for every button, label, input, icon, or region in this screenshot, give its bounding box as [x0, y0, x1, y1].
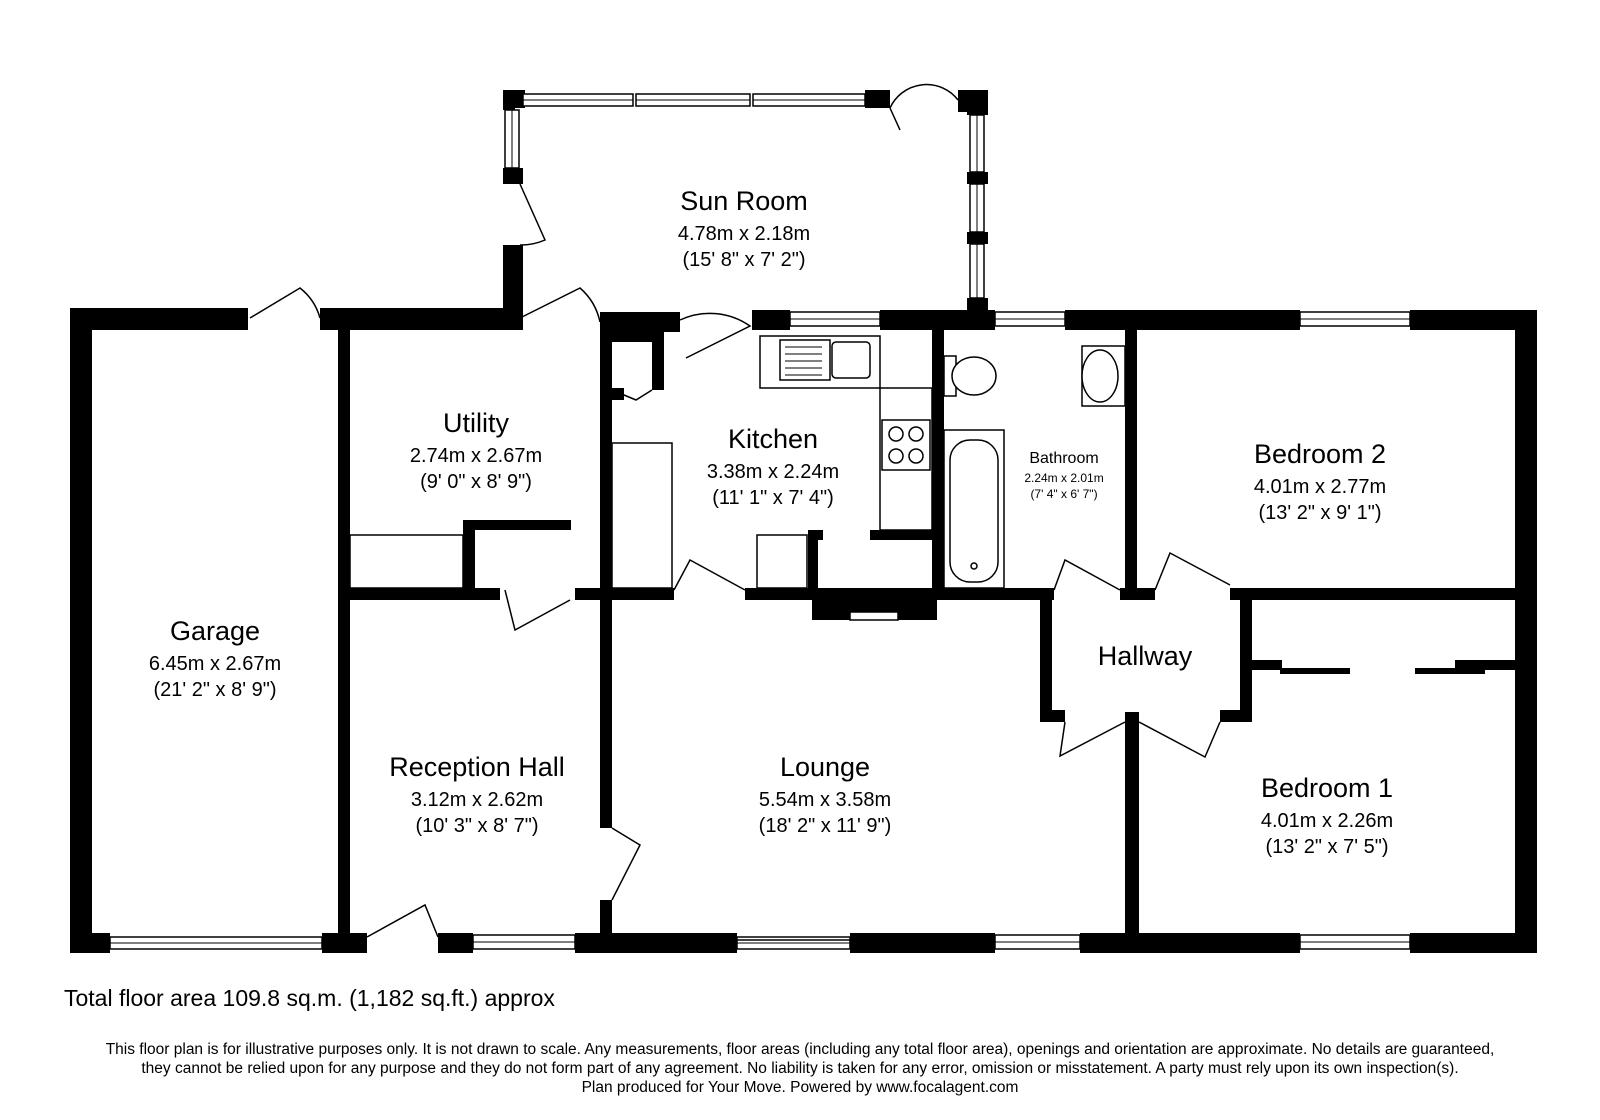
sun-room-name: Sun Room	[680, 186, 808, 216]
bedroom2-metric: 4.01m x 2.77m	[1254, 476, 1386, 498]
bedroom1-metric: 4.01m x 2.26m	[1261, 810, 1393, 832]
fixtures	[349, 335, 1126, 621]
sink-bowl	[831, 341, 871, 379]
walls	[70, 90, 1537, 953]
garage-name: Garage	[170, 616, 260, 646]
sun-room-metric: 4.78m x 2.18m	[678, 223, 810, 245]
reception-name: Reception Hall	[389, 752, 565, 782]
utility-name: Utility	[443, 408, 509, 438]
doors	[249, 83, 1231, 941]
utility-worktop	[349, 534, 464, 589]
bedroom2-imperial: (13' 2" x 9' 1")	[1259, 502, 1382, 524]
bedroom2-name: Bedroom 2	[1254, 439, 1386, 469]
garage-imperial: (21' 2" x 8' 9")	[154, 679, 277, 701]
sun-room-imperial: (15' 8" x 7' 2")	[683, 249, 806, 271]
disclaimer-line: they cannot be relied upon for any purpo…	[141, 1060, 1459, 1077]
windows	[109, 93, 1411, 950]
lounge-imperial: (18' 2" x 11' 9")	[759, 815, 892, 837]
disclaimer-line: This floor plan is for illustrative purp…	[105, 1041, 1495, 1058]
bedroom1-name: Bedroom 1	[1261, 773, 1393, 803]
utility-metric: 2.74m x 2.67m	[410, 445, 542, 467]
utility-imperial: (9' 0" x 8' 9")	[420, 471, 532, 493]
bedroom1-imperial: (13' 2" x 7' 5")	[1266, 836, 1389, 858]
hob	[881, 419, 931, 471]
kitchen-name: Kitchen	[728, 424, 818, 454]
lounge-metric: 5.54m x 3.58m	[759, 789, 891, 811]
room-labels: Sun Room 4.78m x 2.18m (15' 8" x 7' 2") …	[149, 186, 1393, 858]
garage-metric: 6.45m x 2.67m	[149, 653, 281, 675]
bathroom-metric: 2.24m x 2.01m	[1024, 471, 1103, 485]
bathroom-imperial: (7' 4" x 6' 7")	[1030, 487, 1097, 501]
disclaimer-credit: Plan produced for Your Move. Powered by …	[581, 1079, 1019, 1096]
sink-drainer	[779, 339, 831, 381]
disclaimer: This floor plan is for illustrative purp…	[30, 1040, 1570, 1097]
kitchen-appliance	[756, 534, 808, 589]
basin	[1081, 349, 1119, 403]
lounge-name: Lounge	[780, 752, 870, 782]
total-floor-area: Total floor area 109.8 sq.m. (1,182 sq.f…	[64, 985, 555, 1011]
kitchen-metric: 3.38m x 2.24m	[707, 461, 839, 483]
kitchen-unit	[611, 442, 673, 589]
reception-imperial: (10' 3" x 8' 7")	[416, 815, 539, 837]
toilet-bowl	[951, 356, 997, 396]
kitchen-imperial: (11' 1" x 7' 4")	[712, 487, 834, 509]
bathroom-name: Bathroom	[1029, 450, 1098, 467]
fireplace-hearth	[849, 611, 899, 621]
reception-metric: 3.12m x 2.62m	[411, 789, 543, 811]
hallway-name: Hallway	[1098, 641, 1193, 671]
